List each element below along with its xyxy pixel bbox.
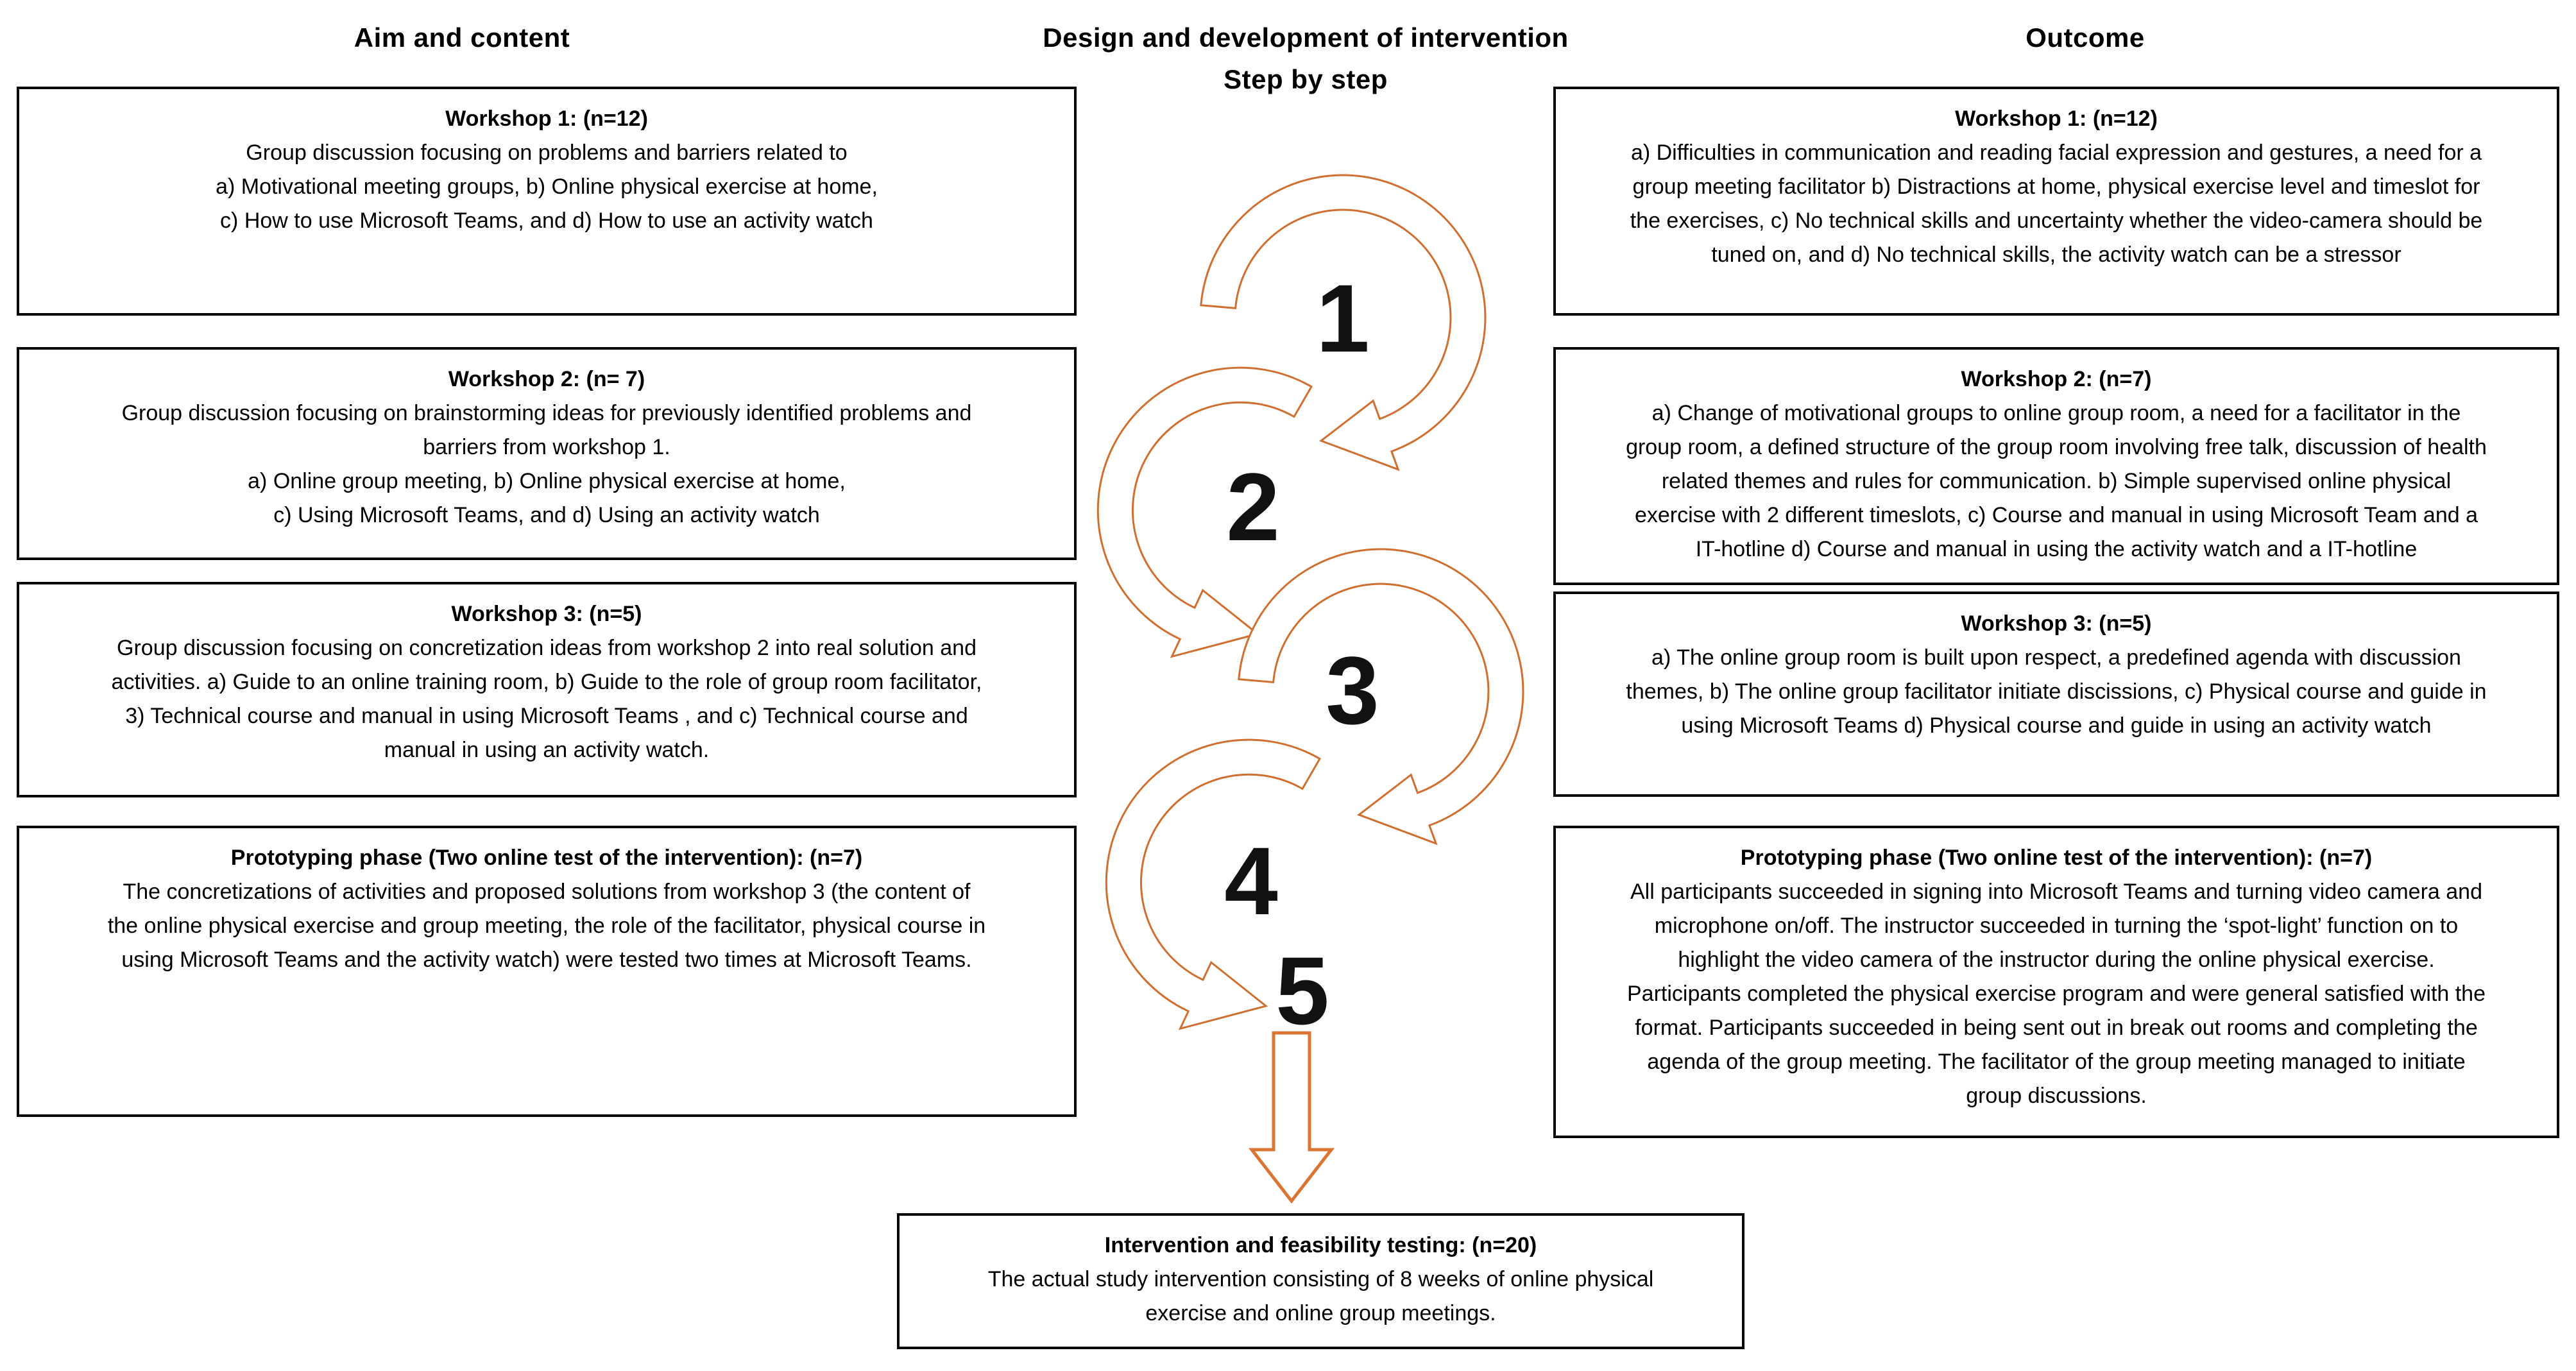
column-header-process-line1: Design and development of intervention	[1043, 22, 1569, 53]
outcome-box-workshop1-body: a) Difficulties in communication and rea…	[1630, 141, 2483, 267]
step-number-4: 4	[1224, 827, 1277, 935]
step-number-5: 5	[1275, 937, 1329, 1044]
down-arrow-icon	[1248, 1031, 1335, 1204]
cycle-arrows-group	[1096, 174, 1524, 1030]
cycle-arrow-step-2	[1096, 366, 1313, 658]
outcome-box-workshop3-body: a) The online group room is built upon r…	[1626, 645, 2487, 738]
aim-box-prototyping-title: Prototyping phase (Two online test of th…	[230, 846, 863, 870]
final-intervention-box-body: The actual study intervention consisting…	[987, 1267, 1654, 1325]
outcome-box-workshop3-title: Workshop 3: (n=5)	[1961, 611, 2152, 636]
aim-box-workshop1: Workshop 1: (n=12) Group discussion focu…	[17, 87, 1077, 316]
aim-box-workshop1-title: Workshop 1: (n=12)	[445, 106, 648, 131]
aim-box-workshop2-body: Group discussion focusing on brainstormi…	[121, 401, 972, 527]
outcome-box-workshop2: Workshop 2: (n=7) a) Change of motivatio…	[1553, 347, 2559, 585]
aim-box-workshop3: Workshop 3: (n=5) Group discussion focus…	[17, 582, 1077, 797]
final-intervention-box: Intervention and feasibility testing: (n…	[897, 1213, 1744, 1349]
step-number-3: 3	[1326, 636, 1379, 744]
outcome-box-workshop1: Workshop 1: (n=12) a) Difficulties in co…	[1553, 87, 2559, 316]
column-header-aim: Aim and content	[354, 22, 570, 53]
column-header-outcome: Outcome	[2026, 22, 2145, 53]
cycle-arrow-step-1	[1200, 174, 1487, 472]
aim-box-workshop1-body: Group discussion focusing on problems an…	[216, 141, 878, 233]
aim-box-workshop2-title: Workshop 2: (n= 7)	[448, 367, 645, 391]
outcome-box-prototyping-title: Prototyping phase (Two online test of th…	[1740, 846, 2373, 870]
step-number-1: 1	[1316, 264, 1369, 372]
outcome-box-prototyping: Prototyping phase (Two online test of th…	[1553, 826, 2559, 1138]
outcome-box-workshop1-title: Workshop 1: (n=12)	[1955, 106, 2158, 131]
aim-box-workshop3-body: Group discussion focusing on concretizat…	[111, 636, 982, 762]
aim-box-prototyping: Prototyping phase (Two online test of th…	[17, 826, 1077, 1117]
outcome-box-workshop2-body: a) Change of motivational groups to onli…	[1626, 401, 2487, 561]
outcome-box-workshop2-title: Workshop 2: (n=7)	[1961, 367, 2152, 391]
step-number-2: 2	[1226, 453, 1279, 561]
cycle-arrow-step-4	[1105, 738, 1322, 1030]
column-header-process-line2: Step by step	[1224, 64, 1388, 95]
column-header-process: Design and development of intervention S…	[985, 17, 1626, 100]
aim-box-prototyping-body: The concretizations of activities and pr…	[107, 880, 986, 972]
cycle-arrow-step-3	[1238, 548, 1524, 846]
aim-box-workshop3-title: Workshop 3: (n=5)	[451, 602, 642, 626]
outcome-box-prototyping-body: All participants succeeded in signing in…	[1626, 880, 2486, 1108]
aim-box-workshop2: Workshop 2: (n= 7) Group discussion focu…	[17, 347, 1077, 560]
final-intervention-box-title: Intervention and feasibility testing: (n…	[1104, 1233, 1537, 1257]
outcome-box-workshop3: Workshop 3: (n=5) a) The online group ro…	[1553, 592, 2559, 797]
